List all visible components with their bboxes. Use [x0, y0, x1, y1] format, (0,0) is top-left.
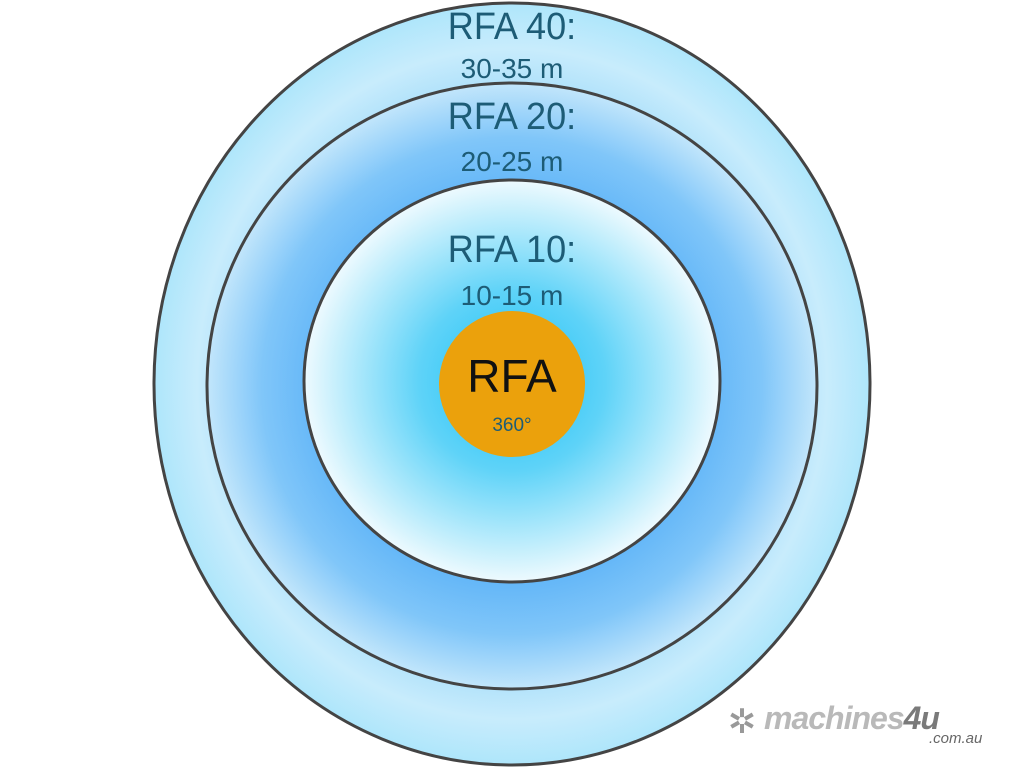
zone-range-rfa40: 30-35 m: [460, 53, 564, 84]
zone-range-rfa20: 20-25 m: [460, 146, 564, 177]
logo-brand-accent: 4u: [903, 700, 940, 736]
core: RFA 360°: [439, 311, 585, 457]
zone-range-rfa10: 10-15 m: [460, 280, 564, 311]
zone-label-rfa20: RFA 20:: [447, 96, 577, 138]
zone-label-rfa10: RFA 10:: [447, 229, 577, 271]
watermark-logo: ✲ machines4u .com.au: [724, 700, 994, 750]
core-circle: [439, 311, 585, 457]
logo-domain: .com.au: [929, 730, 983, 747]
core-angle: 360°: [492, 415, 532, 436]
core-title: RFA: [467, 350, 557, 402]
snowflake-arrows-icon: ✲: [727, 703, 757, 741]
zone-label-rfa40: RFA 40:: [447, 6, 577, 48]
logo-brand: machines: [764, 700, 905, 736]
